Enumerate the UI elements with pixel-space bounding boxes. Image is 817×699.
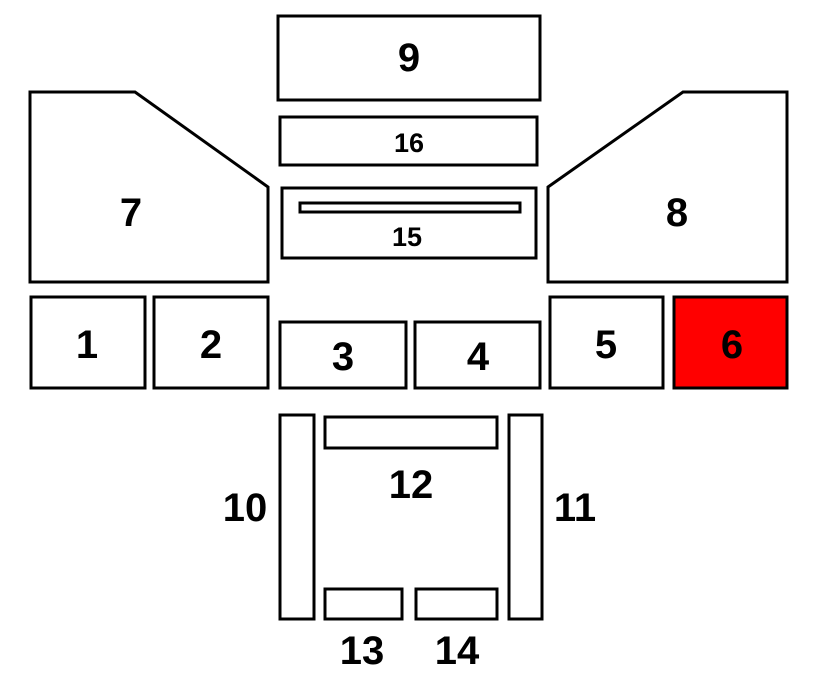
part-16-label: 16 [394, 128, 424, 158]
part-1-label: 1 [76, 323, 98, 367]
part-8-box[interactable] [546, 90, 789, 284]
part-16-box[interactable] [278, 115, 539, 167]
part-15-label: 15 [392, 222, 422, 252]
part-3-box[interactable] [278, 320, 408, 390]
part-4-label: 4 [467, 335, 490, 379]
part-12-label: 12 [389, 463, 434, 507]
part-5-label: 5 [595, 323, 617, 367]
part-13-label: 13 [340, 629, 385, 673]
part-4-box[interactable] [413, 320, 542, 390]
part-14-box[interactable] [414, 587, 499, 621]
part-7-label: 7 [120, 191, 142, 235]
part-3-label: 3 [332, 335, 354, 379]
part-14-label: 14 [435, 629, 480, 673]
part-5-box[interactable] [548, 295, 665, 390]
part-11-label: 11 [554, 486, 596, 530]
part-12-box[interactable] [323, 415, 499, 450]
part-13-box[interactable] [323, 587, 404, 621]
part-15-box[interactable] [280, 186, 538, 260]
part-15-slot [298, 201, 522, 214]
part-8-label: 8 [666, 191, 688, 235]
part-10-box[interactable] [278, 413, 316, 621]
part-11-box[interactable] [507, 413, 544, 621]
part-7-box[interactable] [28, 90, 270, 284]
part-1-box[interactable] [29, 295, 147, 390]
part-10-label: 10 [223, 486, 268, 530]
part-9-label: 9 [398, 36, 420, 80]
part-2-label: 2 [200, 323, 222, 367]
part-9-box[interactable] [276, 14, 542, 102]
part-6-box-highlighted[interactable] [672, 295, 789, 390]
part-2-box[interactable] [152, 295, 270, 390]
part-6-label: 6 [721, 323, 743, 367]
